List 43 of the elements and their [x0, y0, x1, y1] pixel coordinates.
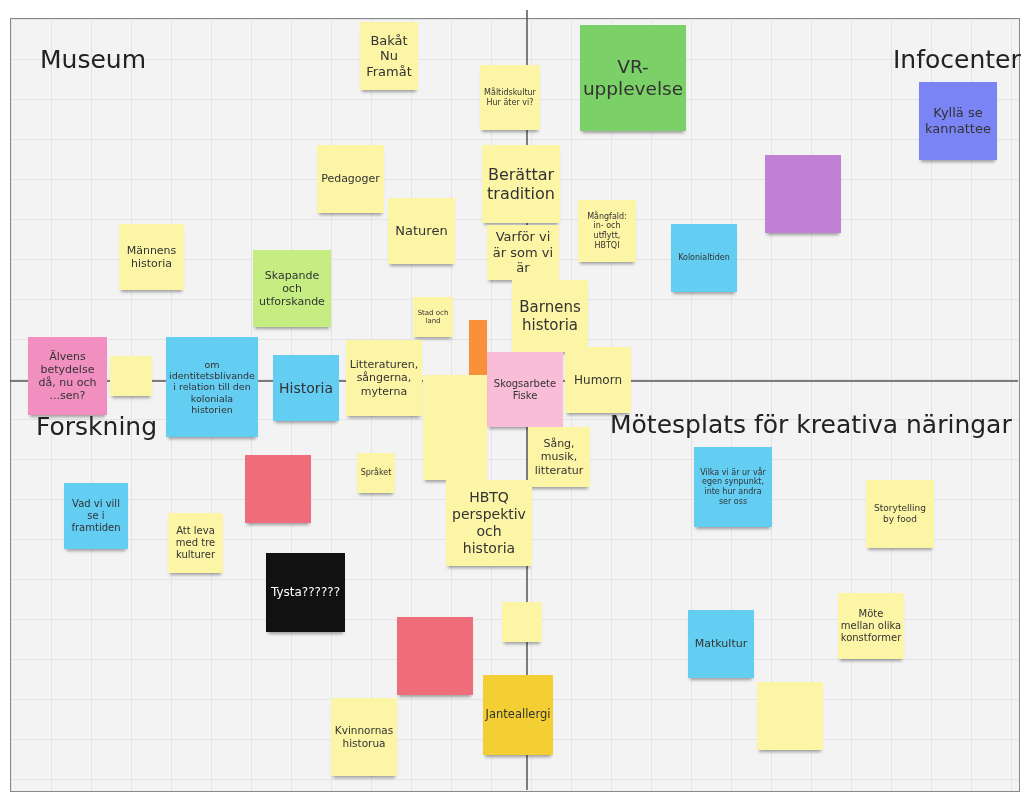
sticky-note: Språket [357, 453, 395, 493]
quadrant-title: Mötesplats för kreativa näringar [610, 410, 1012, 439]
sticky-note: Kyllä se kannattee [919, 82, 997, 160]
sticky-note: Historia [273, 355, 339, 421]
sticky-note: Möte mellan olika konstformer [838, 593, 904, 659]
sticky-note: Mångfald: in- och utflytt, HBTQI [578, 200, 636, 262]
sticky-note [110, 356, 152, 396]
quadrant-title: Infocenter [893, 45, 1021, 74]
sticky-note: Älvens betydelse då, nu och ...sen? [28, 337, 107, 415]
sticky-note: Janteallergi [483, 675, 553, 755]
sticky-note: Kvinnornas historua [331, 698, 397, 776]
sticky-note [765, 155, 841, 233]
sticky-note: Måltidskultur Hur äter vi? [480, 65, 540, 130]
sticky-note: Sång, musik, litteratur [528, 427, 590, 487]
sticky-note: Litteraturen, sångerna, myterna [346, 340, 422, 416]
sticky-note: Pedagoger [317, 145, 384, 213]
sticky-note: Vilka vi är ur vår egen synpunkt, inte hur andra ser oss [694, 447, 772, 527]
sticky-note: Vad vi vill se i framtiden [64, 483, 128, 549]
sticky-note: Berättar tradition [482, 145, 560, 223]
sticky-note [423, 375, 487, 480]
sticky-note: Att leva med tre kulturer [168, 513, 223, 573]
sticky-note: Naturen [388, 198, 455, 264]
sticky-note: Storytelling by food [866, 480, 934, 548]
sticky-note [757, 682, 823, 750]
sticky-note: Barnens historia [512, 280, 588, 352]
sticky-note: Humorn [565, 347, 631, 413]
sticky-note: Skogsarbete Fiske [487, 352, 563, 427]
sticky-note: HBTQ perspektiv och historia [446, 480, 532, 566]
sticky-note: Bakåt Nu Framåt [360, 22, 418, 90]
sticky-note: Männens historia [119, 224, 184, 290]
sticky-note [469, 320, 487, 375]
sticky-note [397, 617, 473, 695]
sticky-note: Skapande och utforskande [253, 250, 331, 327]
sticky-note: Matkultur [688, 610, 754, 678]
sticky-note [502, 602, 542, 642]
sticky-note: om identitetsblivande i relation till den koloniala historien [166, 337, 258, 437]
sticky-note: Kolonialtiden [671, 224, 737, 292]
sticky-note: VR-upplevelse [580, 25, 686, 131]
sticky-note [245, 455, 311, 523]
sticky-note: Varför vi är som vi är [487, 225, 559, 280]
quadrant-title: Forskning [36, 412, 158, 441]
sticky-note: Tysta?????? [266, 553, 345, 632]
quadrant-title: Museum [40, 45, 147, 74]
